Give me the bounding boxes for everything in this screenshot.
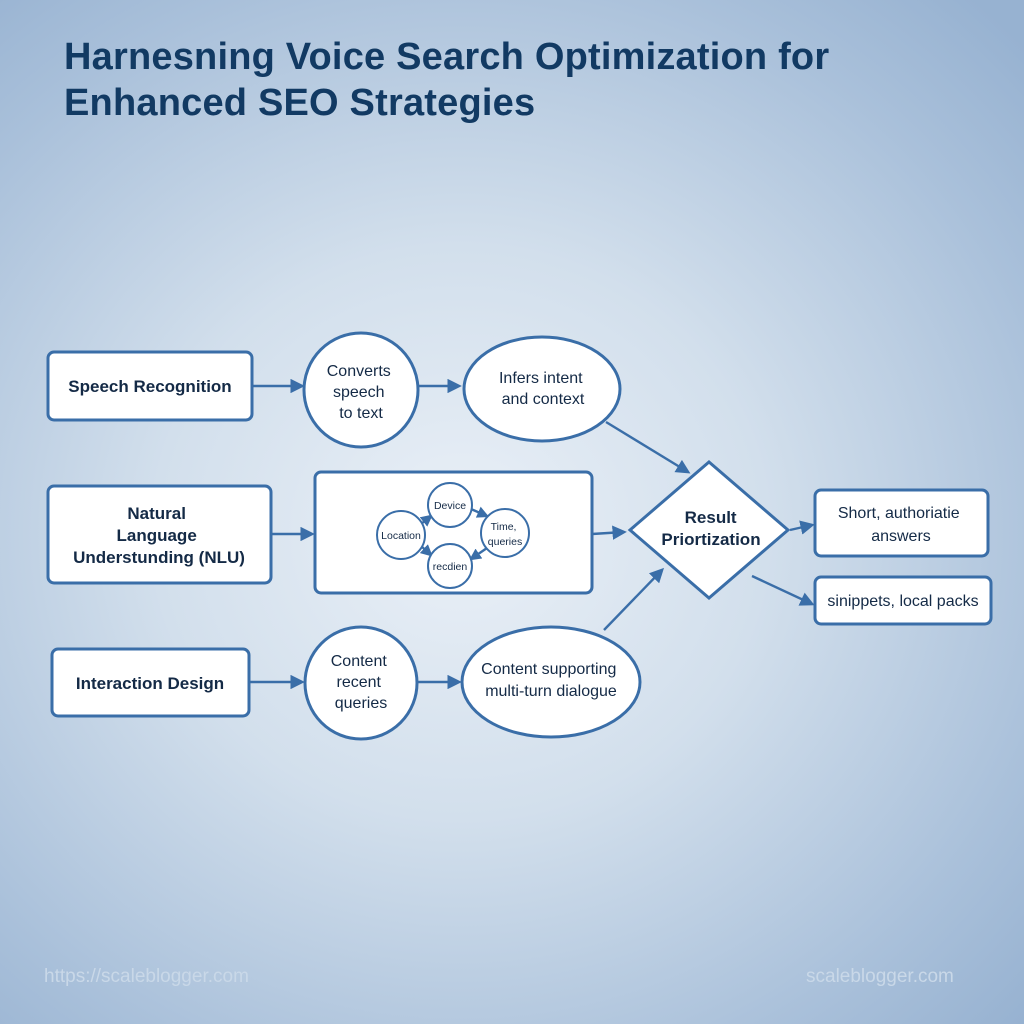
edge-result-to-snippets [751, 574, 815, 606]
node-interaction-design-label: Interaction Design [76, 674, 224, 693]
node-infers-intent-label: Infers intent and context [499, 370, 587, 408]
node-speech-recognition: Speech Recognition [46, 350, 254, 422]
node-infers-intent: Infers intent and context [462, 335, 622, 443]
node-snippets-label: sinippets, local packs [827, 593, 978, 610]
edge-location-to-recent [419, 544, 433, 557]
node-content-supporting: Content supporting multi-turn dialogue [460, 625, 642, 739]
footer-url-right: scaleblogger.com [806, 966, 954, 987]
node-content-recent-queries-label: Content recent queries [331, 653, 392, 712]
footer-url-left: https://scaleblogger.com [44, 966, 249, 987]
edge-device-to-time [470, 506, 490, 518]
edge-supporting-to-result [603, 567, 665, 631]
node-nlu-label: Natural Language Understunding (NLU) [73, 504, 245, 567]
signal-location: Location [376, 510, 426, 560]
node-speech-recognition-label: Speech Recognition [68, 377, 231, 396]
node-interaction-design: Interaction Design [50, 647, 251, 718]
svg-text:Device: Device [434, 500, 466, 512]
node-snippets: sinippets, local packs [813, 575, 993, 626]
node-converts-speech: Converts speech to text [302, 331, 420, 449]
svg-text:Time, queries: Time, queries [488, 521, 522, 548]
edge-infers-to-result [605, 420, 691, 474]
signal-time-queries: Time, queries [480, 508, 530, 558]
node-result-prioritization: Result Priortization [627, 460, 791, 600]
node-short-answers: Short, authoriatie answers [813, 488, 990, 558]
page-title: Harnesning Voice Search Optimization for… [64, 36, 830, 124]
edge-result-to-short-answers [789, 520, 815, 535]
node-context-signals: Location Device Time, queries recdien [313, 470, 594, 595]
edge-context-to-result [591, 525, 627, 540]
signal-device: Device [427, 482, 473, 528]
node-content-supporting-label: Content supporting multi-turn dialogue [481, 661, 621, 700]
edge-time-to-recent [469, 547, 488, 561]
node-nlu: Natural Language Understunding (NLU) [46, 484, 273, 585]
node-result-prioritization-label: Result Priortization [661, 508, 760, 549]
signal-recent: recdien [427, 543, 473, 589]
svg-text:Location: Location [381, 530, 421, 542]
node-converts-speech-label: Converts speech to text [327, 363, 395, 422]
svg-text:recdien: recdien [433, 561, 468, 573]
node-short-answers-label: Short, authoriatie answers [838, 505, 964, 545]
node-content-recent-queries: Content recent queries [303, 625, 419, 741]
